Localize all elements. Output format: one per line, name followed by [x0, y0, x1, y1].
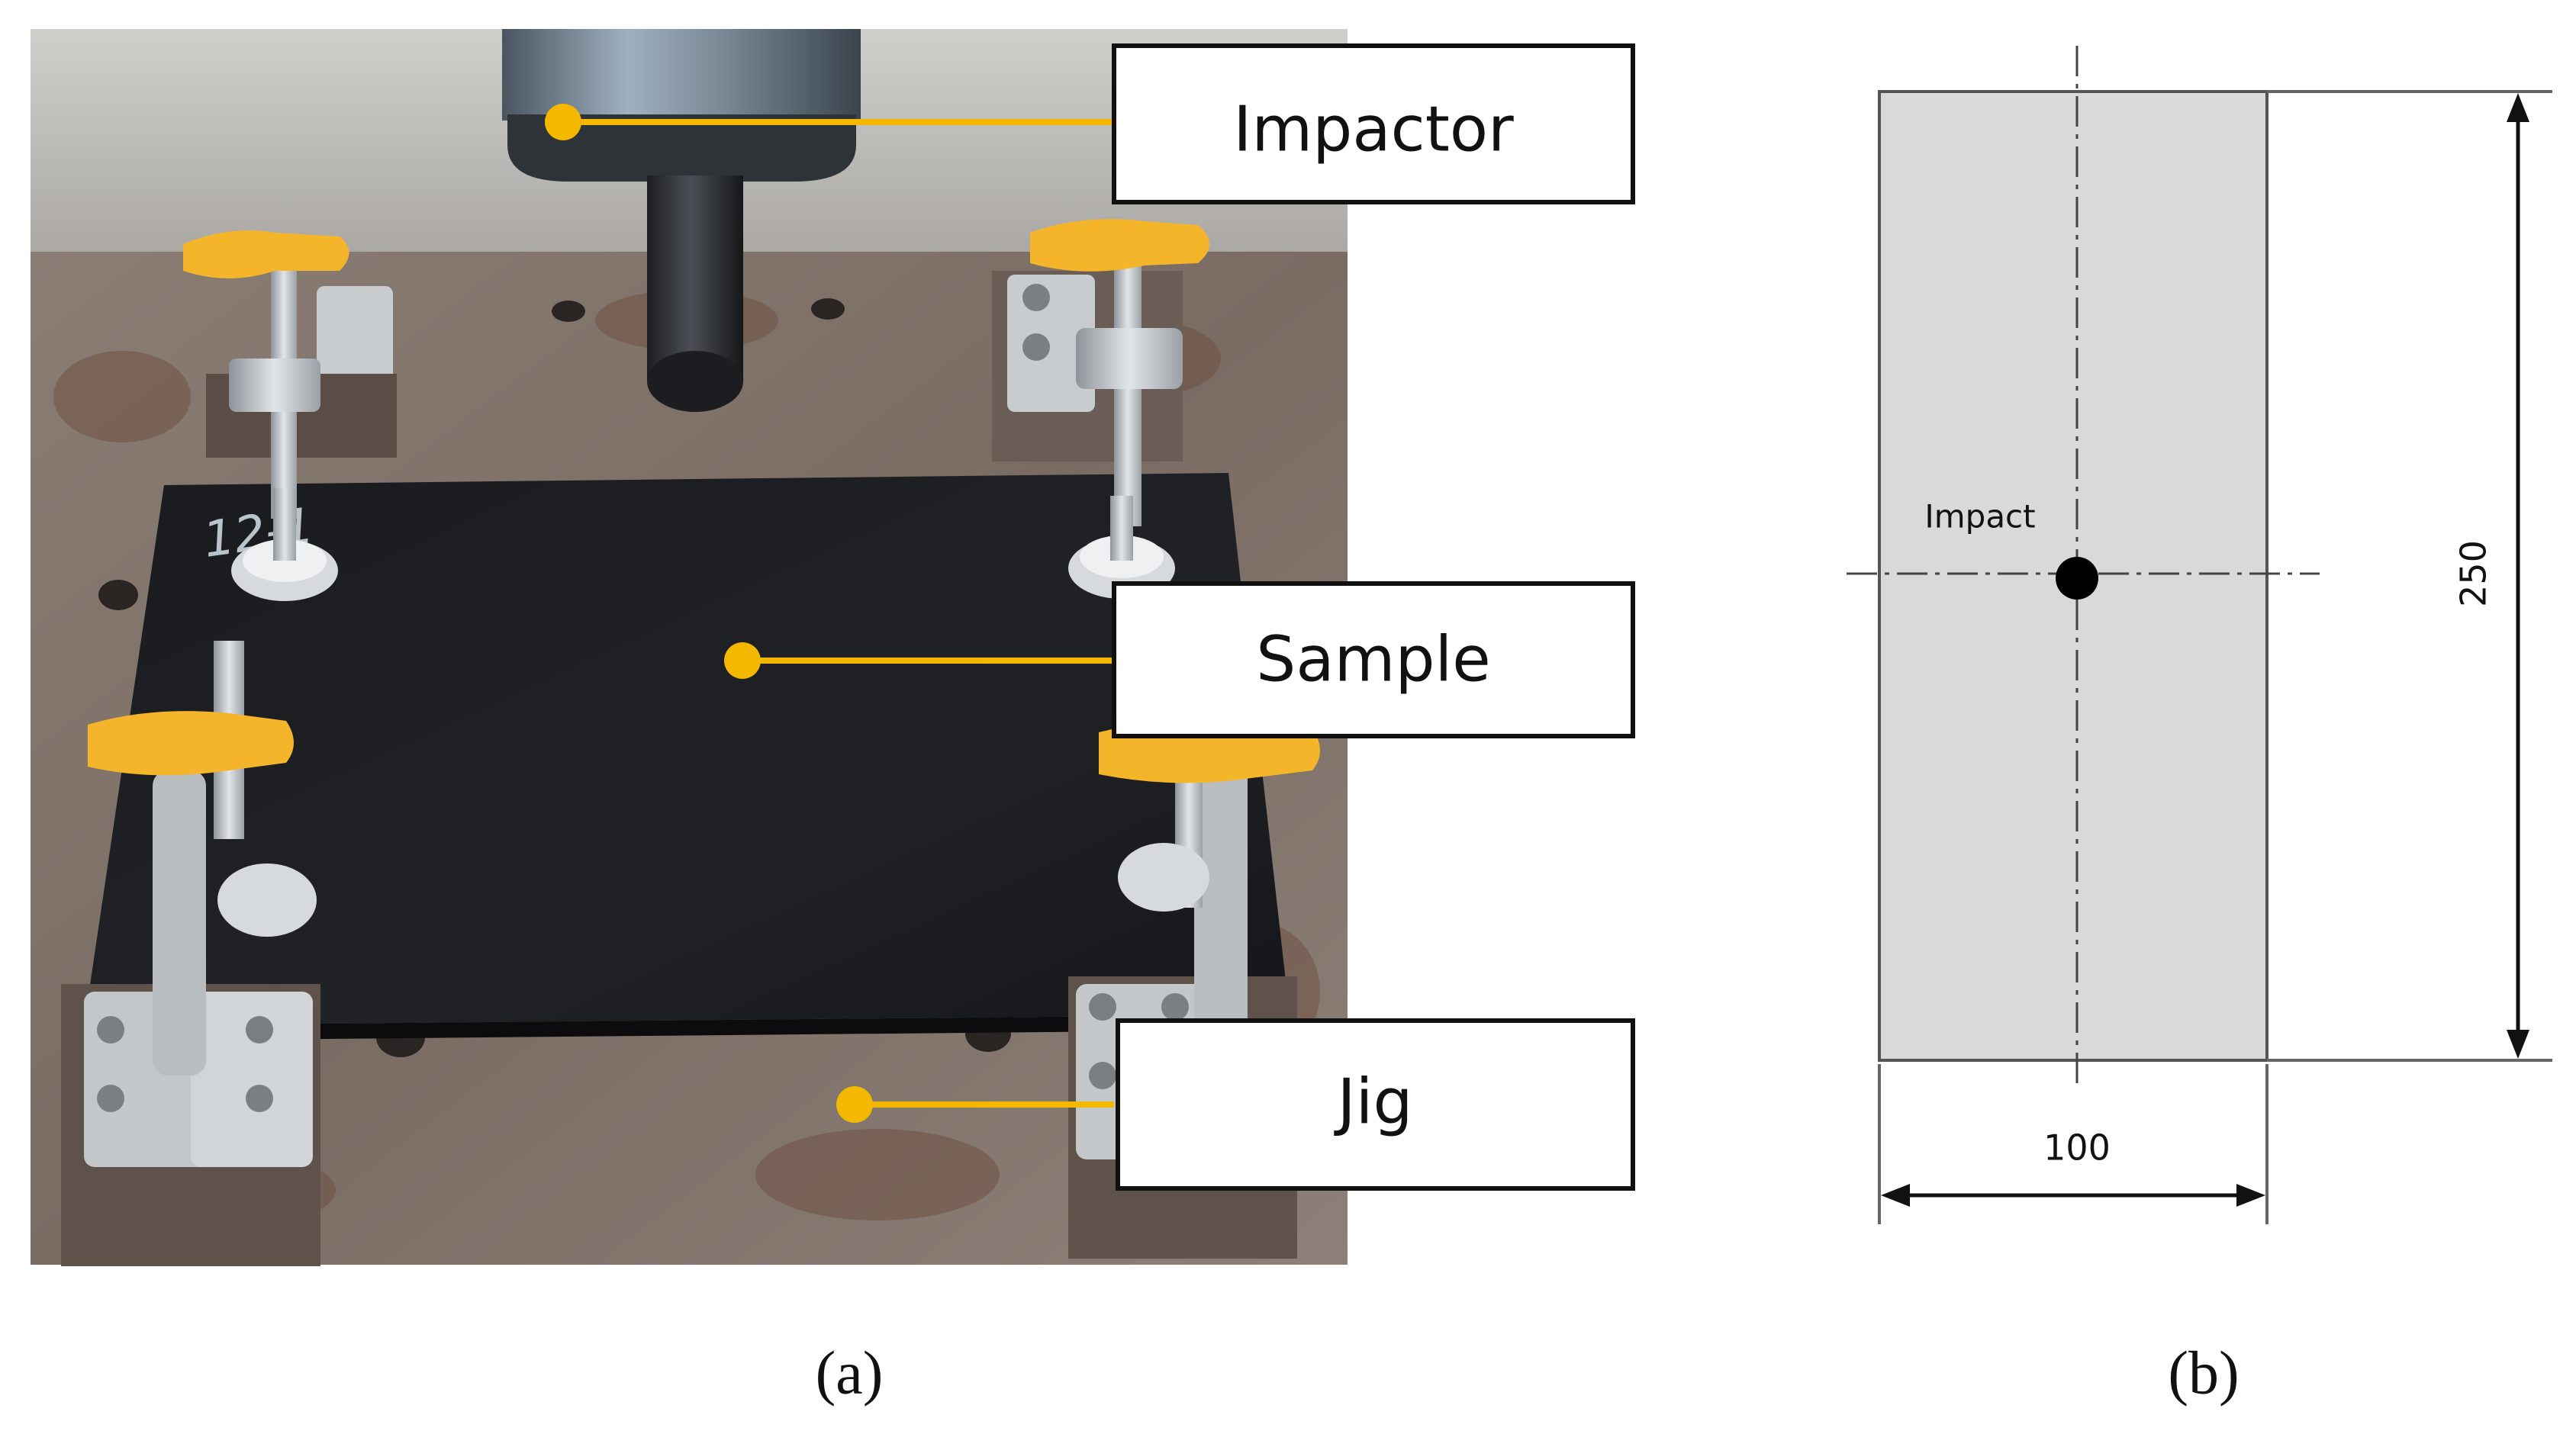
width-dimension: 100: [1878, 1064, 2268, 1224]
caption-b: (b): [2168, 1339, 2239, 1407]
drawing-panel: Impact 250 100: [1847, 46, 2552, 1224]
clamp-bottom-left: [61, 641, 320, 1266]
callout-jig: [836, 1086, 1114, 1123]
impactor-marker: [545, 104, 581, 140]
width-dimension-label: 100: [2043, 1127, 2111, 1169]
sample-plate: [84, 473, 1290, 1026]
height-dimension-label: 250: [2453, 540, 2494, 607]
label-sample: Sample: [1256, 623, 1490, 696]
label-box-jig: Jig: [1116, 1018, 1635, 1191]
photo-panel: 12-1: [31, 29, 1348, 1266]
sample-plate-edge: [84, 1015, 1290, 1041]
label-box-sample: Sample: [1112, 581, 1635, 738]
sample-marker: [724, 642, 761, 679]
callout-impactor: [545, 104, 1114, 140]
clamp-top-left: [183, 230, 397, 601]
label-box-impactor: Impactor: [1112, 43, 1635, 204]
height-dimension: 250: [2267, 90, 2552, 1062]
impactor-machine: [502, 29, 861, 412]
caption-a: (a): [816, 1339, 884, 1407]
label-jig: Jig: [1333, 1066, 1412, 1138]
callout-sample: [724, 642, 1114, 679]
jig-marker: [836, 1086, 873, 1123]
impact-point: [2056, 557, 2098, 600]
label-impactor: Impactor: [1233, 93, 1514, 166]
clamp-top-right: [992, 219, 1209, 599]
impact-label: Impact: [1924, 498, 2035, 535]
